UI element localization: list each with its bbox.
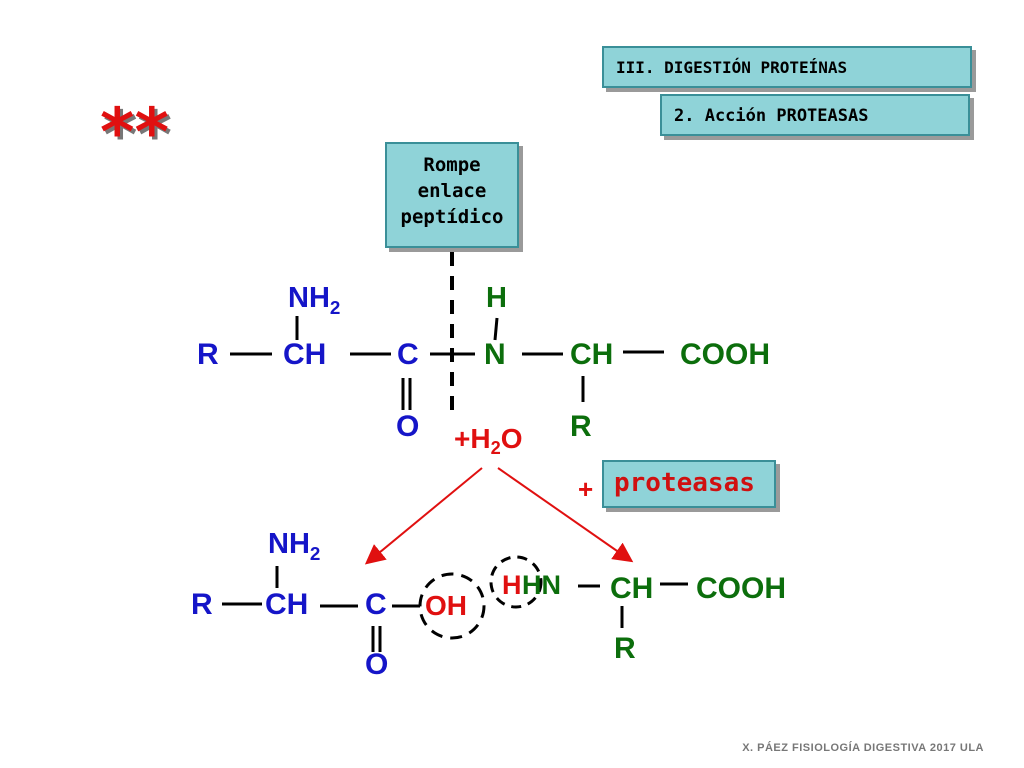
reactant-ch-right: CH — [570, 338, 614, 371]
product-r-right: R — [614, 632, 636, 665]
enzyme-plus: + — [578, 474, 594, 504]
footer-credit: X. PÁEZ FISIOLOGÍA DIGESTIVA 2017 ULA — [742, 742, 984, 754]
h-highlight-circle — [489, 555, 543, 609]
callout-line-3: peptídico — [400, 206, 504, 228]
reactant-h: H — [486, 282, 507, 314]
product-h: H — [502, 570, 522, 600]
product-oh: OH — [425, 590, 467, 621]
product-ch-right: CH — [610, 572, 654, 605]
product-c: C — [365, 588, 387, 621]
reactant-n: N — [484, 338, 506, 371]
section-title: III. DIGESTIÓN PROTEÍNAS — [616, 58, 848, 77]
arrow-left — [364, 467, 483, 565]
enzyme-box: proteasas — [602, 460, 776, 508]
callout-line-2: enlace — [417, 180, 487, 202]
water-molecule: +H2O — [454, 423, 523, 459]
product-ch: CH — [265, 588, 309, 621]
subsection-title: 2. Acción PROTEASAS — [674, 106, 869, 126]
product-r: R — [191, 588, 213, 621]
oh-highlight-circle — [418, 572, 486, 640]
reactant-c: C — [397, 338, 419, 371]
reactant-r-right: R — [570, 410, 592, 443]
callout-box: Rompe enlace peptídico — [385, 142, 519, 248]
product-hn: HN — [522, 570, 561, 600]
bond-n-h — [493, 317, 499, 341]
enzyme-label: proteasas — [614, 468, 755, 498]
importance-stars: ** — [100, 94, 170, 171]
product-nh2: NH2 — [268, 528, 321, 564]
reactant-o: O — [396, 410, 420, 443]
product-cooh: COOH — [696, 572, 786, 605]
arrow-right — [497, 467, 634, 563]
reactant-r-left: R — [197, 338, 219, 371]
reactant-nh2: NH2 — [288, 282, 341, 318]
section-title-box: III. DIGESTIÓN PROTEÍNAS — [602, 46, 972, 88]
reactant-cooh: COOH — [680, 338, 770, 371]
callout-line-1: Rompe — [423, 154, 481, 176]
product-o: O — [365, 648, 389, 681]
reactant-ch-left: CH — [283, 338, 327, 371]
subsection-title-box: 2. Acción PROTEASAS — [660, 94, 970, 136]
